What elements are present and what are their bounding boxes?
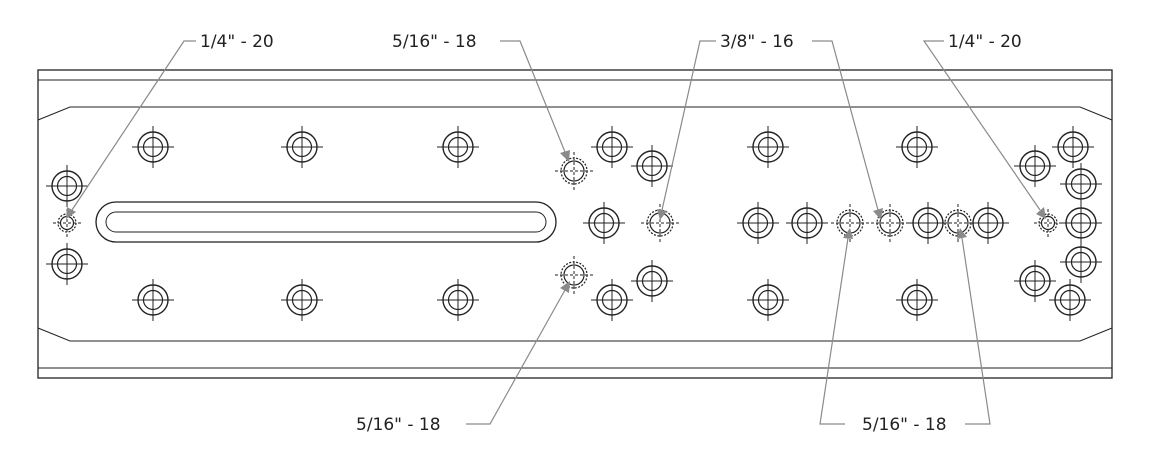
- counterbored-hole: [747, 126, 789, 168]
- counterbored-hole: [907, 202, 949, 244]
- tapped-hole: [939, 204, 977, 242]
- callout-bottom-left: 5/16" - 18: [356, 415, 441, 435]
- counterbored-hole: [591, 279, 633, 321]
- counterbored-hole: [1060, 202, 1102, 244]
- tapped-hole: [831, 204, 869, 242]
- counterbored-hole: [737, 202, 779, 244]
- counterbored-hole: [46, 243, 88, 285]
- counterbored-hole: [896, 126, 938, 168]
- leader-lines: [66, 40, 1046, 425]
- tapped-hole: [641, 204, 679, 242]
- counterbored-hole: [591, 126, 633, 168]
- tapped-holes: [53, 152, 1062, 294]
- counterbored-hole: [1049, 279, 1091, 321]
- counterbored-hole: [437, 279, 479, 321]
- counterbored-hole: [631, 145, 673, 187]
- slot: [95, 201, 557, 243]
- counterbored-hole: [46, 165, 88, 207]
- counterbored-hole: [132, 279, 174, 321]
- callout-top-right-center: 3/8" - 16: [720, 32, 794, 52]
- callout-top-left-center: 5/16" - 18: [392, 32, 477, 52]
- counterbored-hole: [1060, 163, 1102, 205]
- tapped-hole: [555, 152, 593, 190]
- tapped-hole: [1034, 209, 1062, 237]
- counterbored-hole: [583, 202, 625, 244]
- counterbored-hole: [967, 202, 1009, 244]
- counterbored-hole: [1014, 145, 1056, 187]
- counterbored-hole: [786, 202, 828, 244]
- tapped-hole: [871, 204, 909, 242]
- counterbored-holes: [46, 126, 1102, 321]
- plate-outline: [37, 69, 1113, 379]
- counterbored-hole: [281, 126, 323, 168]
- tapped-hole: [555, 256, 593, 294]
- counterbored-hole: [1060, 241, 1102, 283]
- callout-top-left: 1/4" - 20: [200, 32, 274, 52]
- callout-bottom-right: 5/16" - 18: [862, 415, 947, 435]
- counterbored-hole: [1052, 126, 1094, 168]
- counterbored-hole: [1014, 260, 1056, 302]
- counterbored-hole: [281, 279, 323, 321]
- callout-top-right: 1/4" - 20: [948, 32, 1022, 52]
- counterbored-hole: [437, 126, 479, 168]
- counterbored-hole: [747, 279, 789, 321]
- counterbored-hole: [896, 279, 938, 321]
- counterbored-hole: [132, 126, 174, 168]
- counterbored-hole: [631, 260, 673, 302]
